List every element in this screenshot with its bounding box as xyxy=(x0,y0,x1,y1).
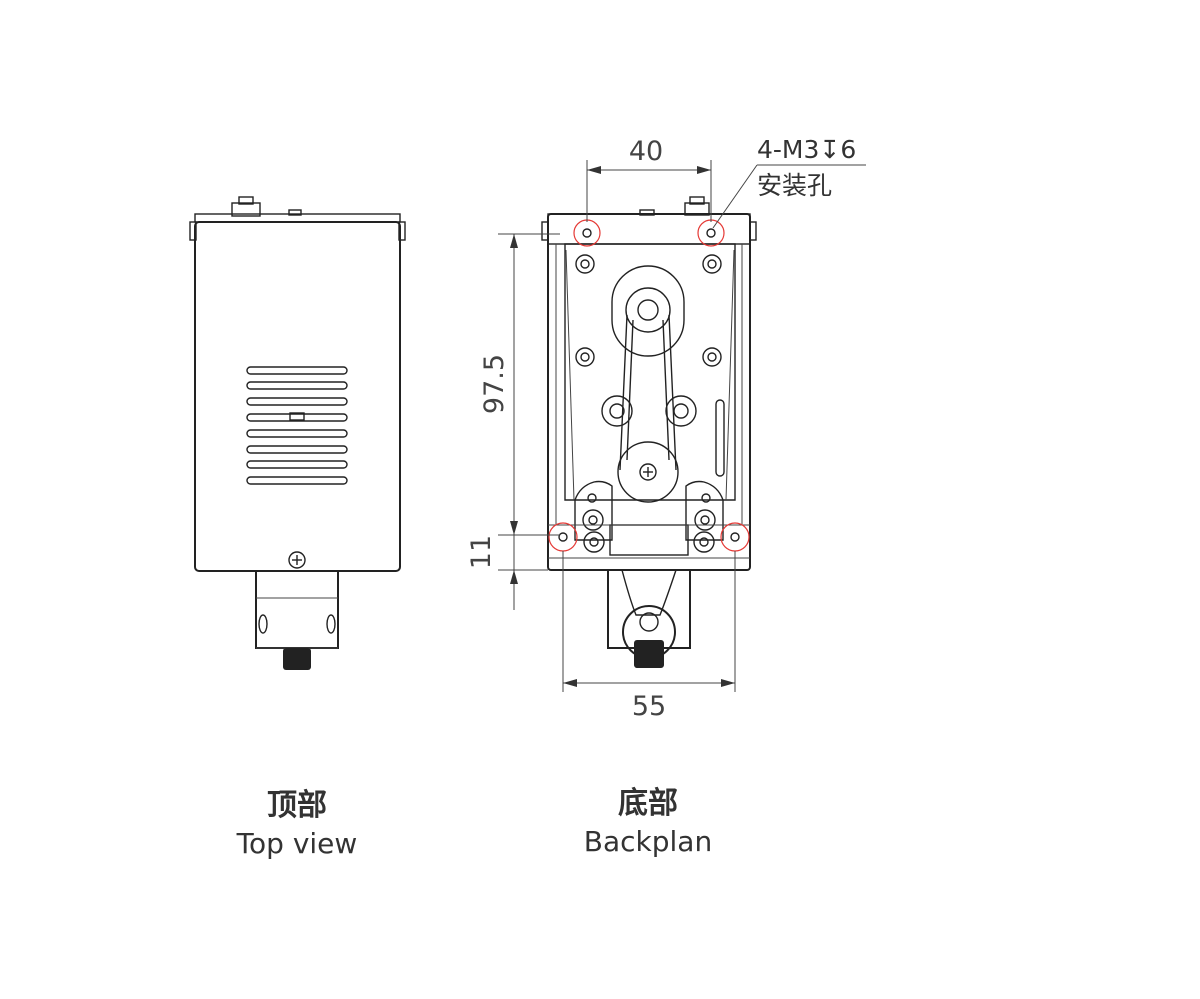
top-view-vent xyxy=(246,366,348,485)
callout-hole-label: 安装孔 xyxy=(757,171,832,200)
plate-screws xyxy=(575,254,722,427)
top-view-body xyxy=(194,221,401,572)
bottom-view-title-zh: 底部 xyxy=(618,786,678,821)
dimension-width-top: 40 xyxy=(586,136,712,222)
bottom-view-caption: 底部 Backplan xyxy=(584,786,712,858)
vent-led xyxy=(289,412,305,421)
dim-55-label: 55 xyxy=(632,691,666,722)
dim-11-label: 11 xyxy=(466,535,497,569)
belt-pulley xyxy=(611,265,685,503)
mounting-hole-callout: 4-M3↧6 安装孔 xyxy=(712,135,866,229)
mounting-hole-bottom-right xyxy=(720,522,750,552)
top-view-small-button xyxy=(288,209,302,216)
bottom-view-title-en: Backplan xyxy=(584,825,712,858)
callout-thread-label: 4-M3↧6 xyxy=(757,135,856,164)
top-view-screw-icon xyxy=(288,551,306,569)
lower-brackets xyxy=(548,480,750,559)
dim-97-5-label: 97.5 xyxy=(479,354,510,414)
dimension-height-main: 97.5 xyxy=(479,233,560,536)
mounting-hole-top-right xyxy=(697,219,725,247)
dimension-height-base: 11 xyxy=(466,535,548,610)
top-view-shaft-tip xyxy=(283,648,311,670)
dim-40-label: 40 xyxy=(629,136,663,167)
top-view-title-en: Top view xyxy=(236,827,358,860)
bottom-view-inner-plate xyxy=(564,243,736,501)
top-view-output-housing xyxy=(255,570,339,649)
bottom-view xyxy=(541,196,757,668)
top-view xyxy=(189,196,406,670)
side-slot xyxy=(715,399,725,477)
top-view-caption: 顶部 Top view xyxy=(236,788,358,860)
mounting-hole-bottom-left xyxy=(548,522,578,552)
bottom-view-output xyxy=(607,569,691,668)
top-view-connector xyxy=(231,202,261,217)
dimension-width-bottom: 55 xyxy=(562,551,736,722)
top-view-title-zh: 顶部 xyxy=(267,788,327,823)
mounting-hole-top-left xyxy=(573,219,601,247)
top-view-connector-pin xyxy=(238,196,254,205)
